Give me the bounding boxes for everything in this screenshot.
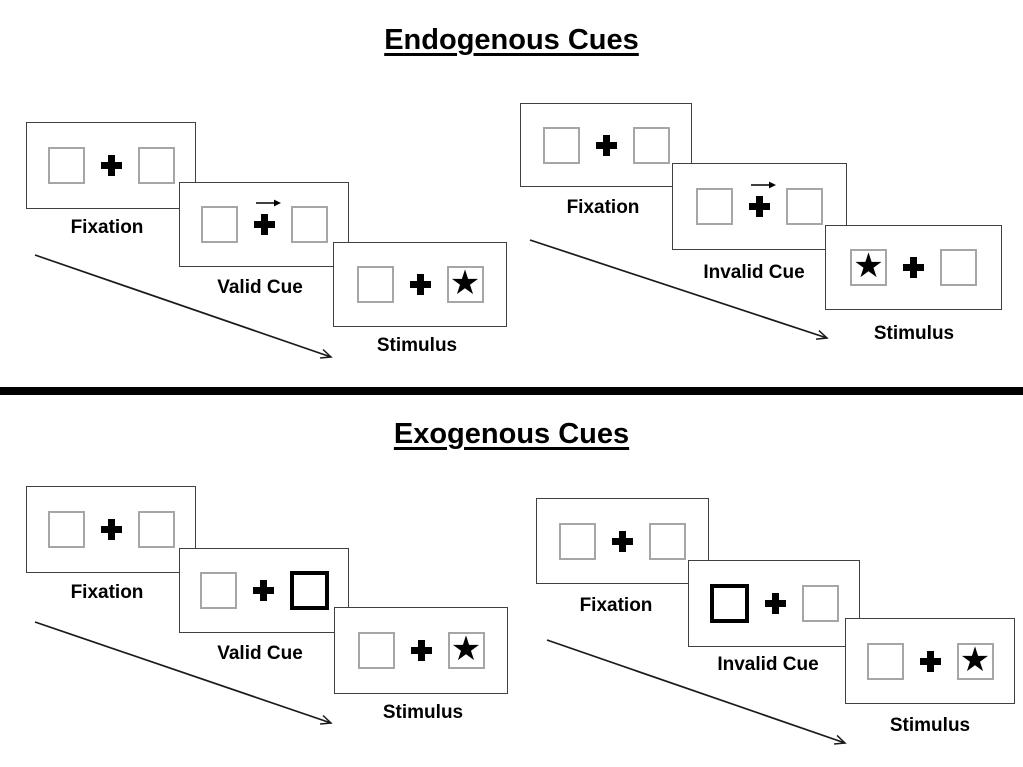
highlighted-left-box <box>709 584 749 623</box>
fixation-cross-icon <box>253 199 281 235</box>
section-title-endogenous: Endogenous Cues <box>384 24 639 56</box>
right-box <box>290 206 328 243</box>
endogenous-invalid-cue-panel <box>672 163 847 250</box>
right-box <box>786 188 823 225</box>
panel-label-fixation: Fixation <box>70 582 144 603</box>
left-box <box>866 642 904 680</box>
left-box <box>696 188 733 225</box>
right-box <box>940 249 977 286</box>
panel-label-fixation: Fixation <box>70 217 144 238</box>
star-icon: ★ <box>450 629 482 669</box>
fixation-cross-icon <box>903 257 924 278</box>
left-box <box>47 147 85 184</box>
endogenous-valid-stimulus-panel: ★ <box>333 242 507 327</box>
left-box <box>559 522 596 560</box>
exogenous-valid-fixation-panel <box>26 486 196 573</box>
right-box <box>137 147 175 184</box>
star-icon: ★ <box>853 246 884 286</box>
panel-label-fixation: Fixation <box>579 595 653 616</box>
panel-label-invalid-cue: Invalid Cue <box>717 654 819 675</box>
fixation-cross-icon <box>595 134 617 156</box>
endogenous-valid-cue-panel <box>179 182 349 267</box>
right-box: ★ <box>956 639 994 680</box>
exogenous-valid-stimulus-panel: ★ <box>334 607 508 694</box>
exogenous-invalid-fixation-panel <box>536 498 709 584</box>
star-icon: ★ <box>959 639 991 680</box>
panel-label-stimulus: Stimulus <box>382 702 464 723</box>
fixation-cross-icon <box>764 593 786 614</box>
right-box: ★ <box>446 263 484 303</box>
fixation-cross-icon <box>409 274 431 295</box>
cue-right-arrow-icon <box>255 199 281 207</box>
highlighted-right-box <box>289 571 329 610</box>
exogenous-invalid-cue-panel <box>688 560 860 647</box>
right-box <box>137 511 175 548</box>
panel-label-invalid-cue: Invalid Cue <box>703 262 805 283</box>
panel-label-valid-cue: Valid Cue <box>217 643 303 664</box>
left-box <box>199 572 237 609</box>
cue-right-arrow-icon <box>751 181 776 189</box>
section-divider <box>0 387 1023 395</box>
right-box <box>632 126 670 164</box>
fixation-cross-icon <box>252 580 274 601</box>
panel-label-fixation: Fixation <box>566 197 640 218</box>
section-title-exogenous: Exogenous Cues <box>393 418 630 450</box>
fixation-cross-icon <box>100 155 122 176</box>
panel-label-stimulus: Stimulus <box>376 335 458 356</box>
left-box <box>356 266 394 303</box>
fixation-cross-icon <box>410 640 432 661</box>
left-box <box>200 206 238 243</box>
panel-label-stimulus: Stimulus <box>889 715 971 736</box>
timeline-arrow-endogenous-valid <box>34 254 333 359</box>
timeline-arrow-exogenous-valid <box>34 621 333 725</box>
right-box: ★ <box>447 629 485 669</box>
fixation-cross-icon <box>919 650 941 672</box>
left-box <box>542 126 580 164</box>
fixation-cross-icon <box>749 181 776 217</box>
right-box <box>649 522 686 560</box>
panel-label-stimulus: Stimulus <box>873 323 955 344</box>
right-box <box>801 585 839 622</box>
panel-label-valid-cue: Valid Cue <box>217 277 303 298</box>
left-box <box>47 511 85 548</box>
timeline-arrow-endogenous-invalid <box>529 239 829 340</box>
star-icon: ★ <box>449 263 481 303</box>
fixation-cross-icon <box>100 519 122 540</box>
endogenous-valid-fixation-panel <box>26 122 196 209</box>
fixation-cross-icon <box>612 530 633 552</box>
endogenous-invalid-fixation-panel <box>520 103 692 187</box>
exogenous-valid-cue-panel <box>179 548 349 633</box>
left-box: ★ <box>850 249 887 286</box>
left-box <box>357 632 395 669</box>
exogenous-invalid-stimulus-panel: ★ <box>845 618 1015 704</box>
endogenous-invalid-stimulus-panel: ★ <box>825 225 1002 310</box>
